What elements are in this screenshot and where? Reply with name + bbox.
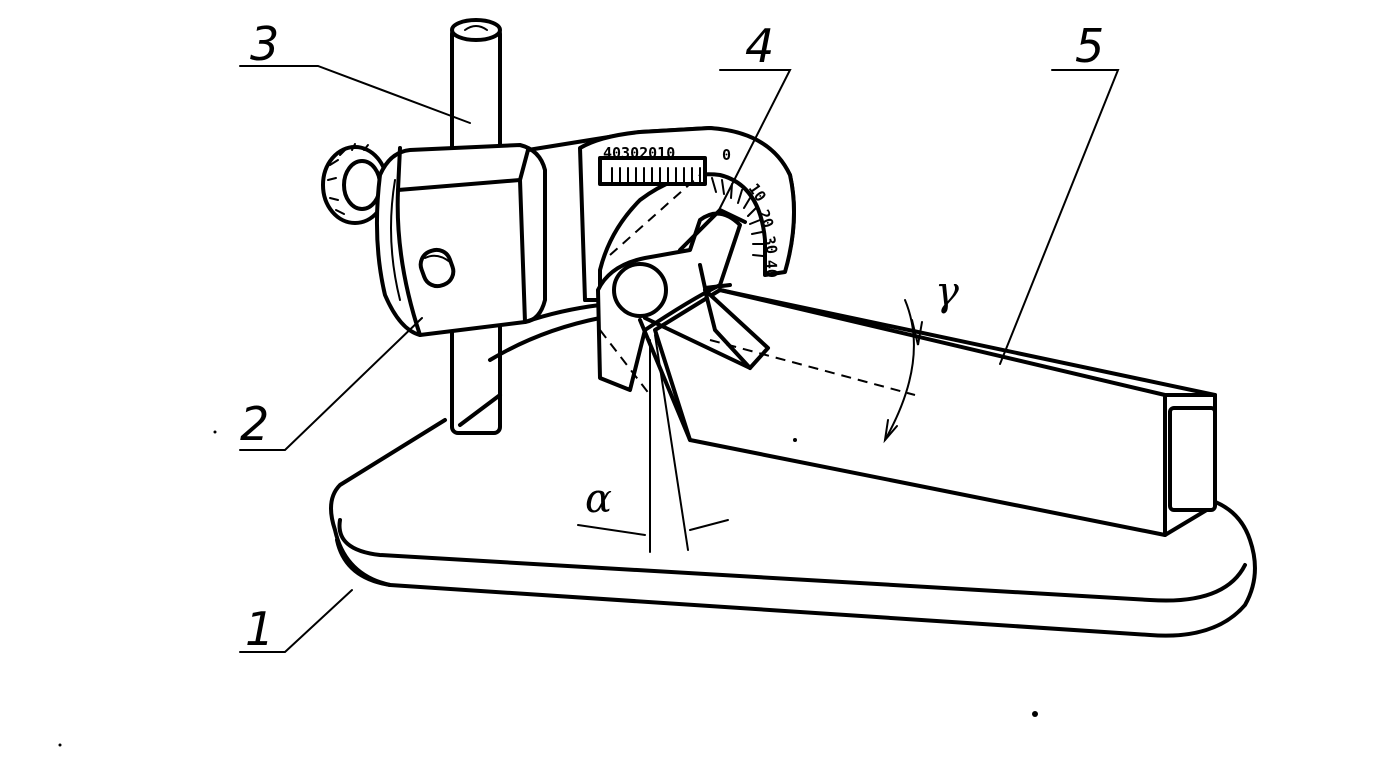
protractor: 40302010 0 10 20 30 40 — [578, 126, 796, 302]
scan-specks — [58, 430, 1038, 747]
scale-40-label: 40 — [762, 260, 781, 279]
angle-alpha-label: α — [585, 476, 612, 522]
callout-2: 2 — [240, 397, 269, 451]
protractor-scale-ticks — [611, 167, 764, 257]
callout-3: 3 — [250, 17, 279, 71]
callout-4: 4 — [745, 19, 774, 73]
scale-30-label: 30 — [760, 235, 781, 256]
angle-alpha-marker — [577, 334, 729, 553]
scale-left-label: 40302010 — [603, 144, 675, 162]
clamp-block — [374, 143, 547, 337]
callout-1: 1 — [245, 602, 274, 656]
leader-lines — [239, 65, 1120, 653]
base-plate — [329, 418, 1257, 638]
pivot-jaw — [596, 174, 747, 396]
cutter-bar — [638, 288, 1217, 537]
scale-zero-label: 0 — [722, 146, 731, 164]
angle-gamma-label: γ — [935, 269, 959, 315]
scale-20-label: 20 — [754, 207, 777, 230]
callout-5: 5 — [1075, 19, 1104, 73]
angle-gamma-marker — [709, 299, 923, 444]
